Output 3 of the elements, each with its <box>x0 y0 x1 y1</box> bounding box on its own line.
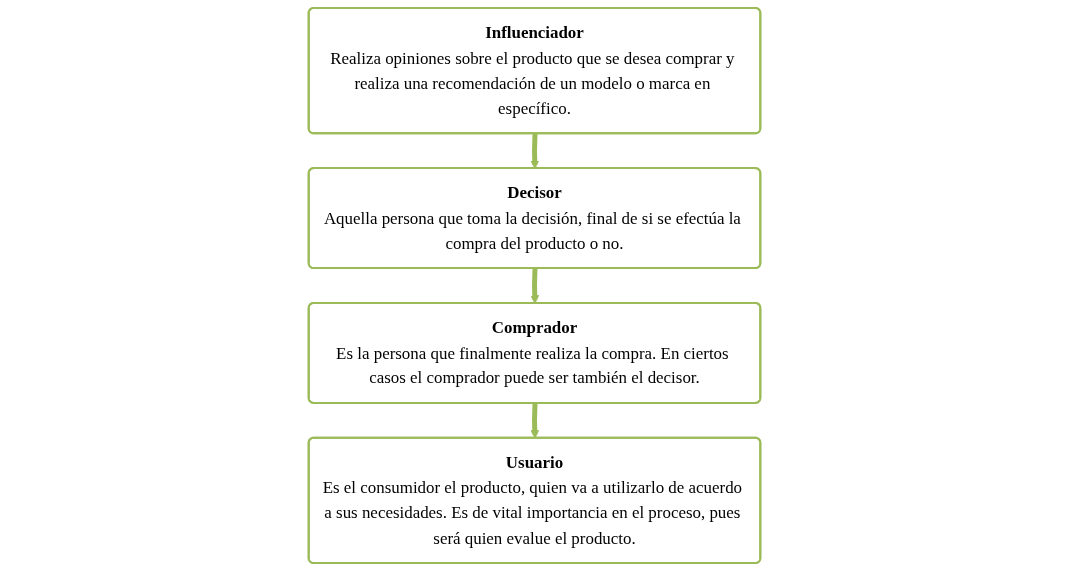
arrow <box>530 268 540 304</box>
arrow <box>530 133 540 169</box>
arrow <box>530 403 540 439</box>
